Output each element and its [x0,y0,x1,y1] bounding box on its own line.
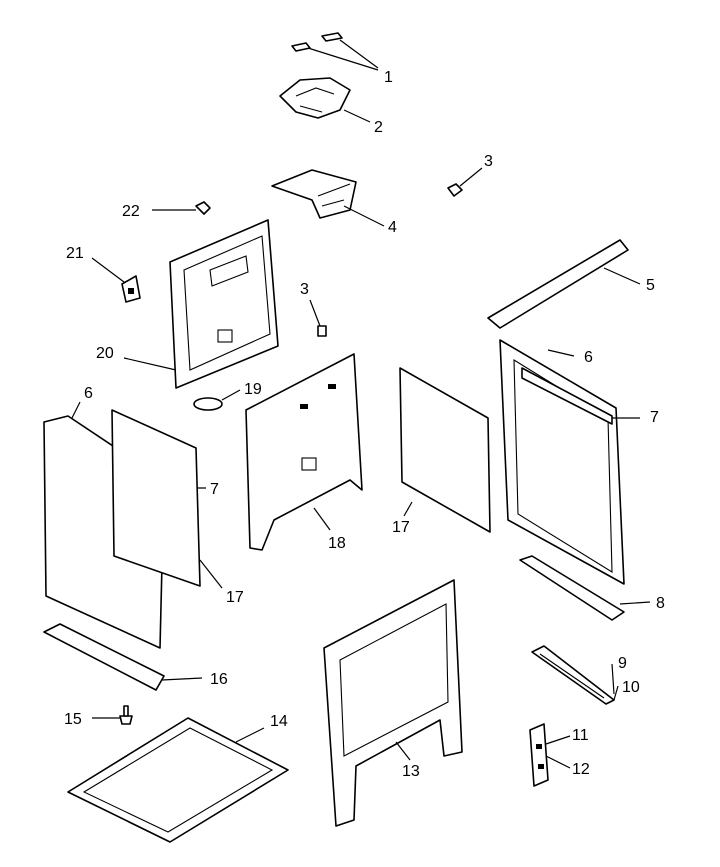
part-8-bottom-rail [519,555,651,621]
callout-7-right: 7 [650,409,659,426]
callout-2: 2 [374,119,383,136]
callout-17-center: 17 [392,519,410,536]
callout-18: 18 [328,535,346,552]
part-21-plate [91,257,141,303]
callout-12: 12 [572,761,590,778]
part-18-back-panel [245,353,363,551]
part-6-side-frame-right [499,339,625,585]
callout-19: 19 [244,381,262,398]
callout-8: 8 [656,595,665,612]
callout-3-upper: 3 [484,153,493,170]
part-3-nut-upper [447,167,483,197]
part-9-10-rails [531,645,619,705]
callout-15: 15 [64,711,82,728]
part-7-trim-right [521,367,640,425]
callout-5: 5 [646,277,655,294]
part-17-side-panel-center [399,367,491,533]
callout-14: 14 [270,713,288,730]
part-5-rail [487,239,641,329]
part-16-bottom-rail [43,623,203,691]
callout-7-left: 7 [210,481,219,498]
part-1-clips [291,32,379,71]
callout-3-middle: 3 [300,281,309,298]
callout-10: 10 [622,679,640,696]
callout-4: 4 [388,219,397,236]
callout-13: 13 [402,763,420,780]
callout-16: 16 [210,671,228,688]
part-11-12-hinge [529,723,571,787]
part-2-bracket [279,77,371,123]
callout-21: 21 [66,245,84,262]
callout-20: 20 [96,345,114,362]
part-13-front-frame [323,579,463,827]
part-19-grommet [193,389,241,411]
part-3-nut-middle [309,299,327,337]
part-15-leveling-foot [92,705,133,725]
callout-22: 22 [122,203,140,220]
callout-17-left: 17 [226,589,244,606]
callout-6-left: 6 [84,385,93,402]
callout-labels: 1 2 3 22 4 21 5 3 20 6 19 6 7 7 17 18 17… [64,69,665,780]
part-22-screw [152,201,211,215]
callout-11: 11 [572,727,589,744]
callout-1: 1 [384,69,393,86]
callout-9: 9 [618,655,627,672]
part-4-bracket [271,169,385,227]
callout-6-right: 6 [584,349,593,366]
part-17-side-panel-left [111,409,223,589]
part-20-rear-panel [123,219,279,389]
part-14-bottom-drawer [67,717,289,843]
